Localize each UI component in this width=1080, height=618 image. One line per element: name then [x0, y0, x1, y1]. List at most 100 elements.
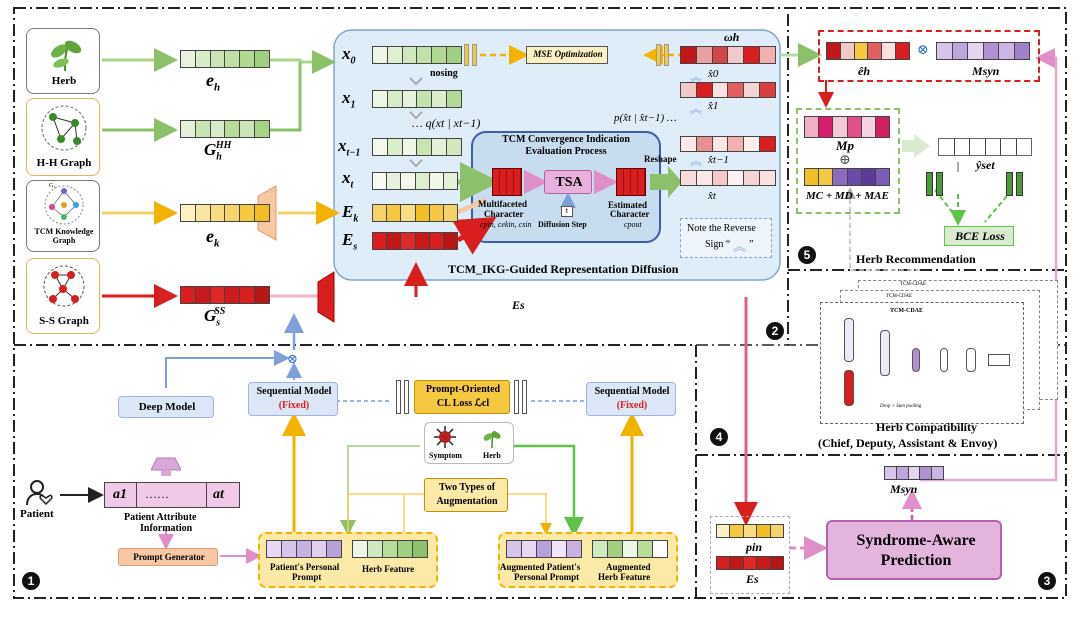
ss-graph-card: S-S Graph	[26, 258, 100, 334]
p-formula: p(x̂t | x̂t−1) …	[614, 112, 677, 124]
omega-strip	[680, 46, 776, 64]
plus-circle-icon: ⊕	[839, 153, 851, 168]
personal-prompt-strip	[266, 540, 342, 558]
aug-prompt-label-2: Personal Prompt	[514, 572, 580, 582]
x1-strip	[372, 90, 462, 108]
attr-bar: a1 …… at	[104, 482, 240, 508]
attr-label-2: Information	[140, 523, 193, 534]
graph-icon	[41, 105, 87, 151]
ss-graph-label: S-S Graph	[39, 315, 89, 327]
multifaceted-cube	[492, 168, 522, 196]
msyn-strip-top	[936, 42, 1030, 60]
attr-label-1: Patient Attribute	[124, 512, 197, 523]
tcm-title-1: TCM Convergence Indication	[502, 134, 630, 145]
reverse-chevron-icon: ︽	[690, 70, 703, 84]
multiply-icon: ⊗	[287, 351, 298, 366]
g-hh-label: GhHH	[204, 140, 232, 163]
marker-5: 5	[798, 246, 816, 264]
g-hh-embedding	[180, 120, 270, 138]
marker-4: 4	[710, 428, 728, 446]
e-k-label: ek	[206, 226, 220, 250]
patient-icon	[26, 480, 53, 506]
personal-prompt-label-1: Patient's Personal	[270, 562, 340, 572]
xhatt1-label: x̂t−1	[708, 154, 729, 166]
x0-label: x0	[342, 44, 356, 67]
reverse-chevron-icon: ︽	[690, 102, 703, 116]
est-label-3: cpout	[624, 220, 642, 229]
herb-feature-label: Herb Feature	[362, 564, 415, 574]
note-box: Note the Reverse Sign “ ︽ ”	[680, 218, 772, 258]
xhat1-strip	[680, 82, 776, 98]
marker-1: 1	[22, 572, 40, 590]
x0-strip	[372, 46, 462, 64]
pin-strip	[716, 524, 784, 538]
ss-graph-icon	[43, 265, 85, 307]
reshape-arrow	[650, 166, 682, 198]
xt-strip	[372, 172, 458, 190]
aug-prompt-strip	[506, 540, 582, 558]
leaf-icon	[483, 430, 501, 449]
herb-recommendation-caption: Herb Recommendation	[856, 252, 976, 266]
personal-prompt-label-2: Prompt	[292, 572, 322, 582]
hh-graph-label: H-H Graph	[36, 157, 92, 169]
es-strip-bottom	[716, 556, 784, 570]
es-label: Es	[342, 230, 358, 253]
tcm-title-2: Evaluation Process	[525, 146, 607, 157]
e-h-label: eh	[206, 70, 221, 94]
xhatt-label: x̂t	[708, 190, 716, 202]
yset-strip	[938, 138, 1032, 156]
augmentation-box: Two Types of Augmentation	[424, 478, 508, 512]
e-k-embedding	[180, 204, 270, 222]
aug-herb-label-1: Augmented	[606, 562, 651, 572]
marker-3: 3	[1038, 572, 1056, 590]
g-ss-label: GsSS	[204, 306, 226, 329]
bce-loss-box: BCE Loss	[944, 226, 1014, 246]
deep-model-box: Deep Model	[118, 396, 214, 418]
virus-icon	[434, 426, 456, 448]
sequential-model-left: Sequential Model (Fixed)	[248, 382, 338, 416]
xt1-label: xt−1	[338, 136, 361, 159]
aug-herb-strip	[592, 540, 668, 558]
prompt-generator-button[interactable]: Prompt Generator	[118, 548, 218, 566]
diffusion-step-box: t	[561, 206, 573, 217]
estimated-cube	[616, 168, 646, 196]
xt1-strip	[372, 138, 462, 156]
mp-strip	[804, 116, 890, 138]
ek-label: Ek	[342, 202, 359, 225]
mp-box	[796, 108, 900, 214]
noising-label: nosing	[430, 68, 458, 79]
aug-herb-label-2: Herb Feature	[598, 572, 651, 582]
msum-label: MC + MD + MAE	[806, 190, 889, 202]
est-label-1: Estimated	[608, 200, 647, 210]
cl-loss-box: Prompt-Oriented CL Loss ℒcl	[414, 380, 510, 414]
reshape-label: Reshape	[644, 154, 677, 164]
msum-strip	[804, 168, 890, 186]
es-line-label: Es	[512, 298, 525, 312]
msyn-strip-bottom	[884, 466, 944, 480]
mse-box: MSE Optimization	[526, 46, 608, 64]
est-label-2: Character	[610, 209, 650, 219]
xhat0-label: x̂0	[708, 68, 719, 80]
kg-node-label: G₁	[49, 183, 56, 189]
yset-label: ŷset	[976, 158, 995, 172]
ss-projection-trapezoid	[317, 271, 335, 323]
outer-frame	[13, 7, 1067, 599]
multi-label-2: Character	[484, 209, 524, 219]
omega-label: ωh	[724, 30, 740, 44]
tcm-kg-card: G₁ TCM Knowledge Graph	[26, 180, 100, 252]
compat-caption-2: (Chief, Deputy, Assistant & Envoy)	[818, 436, 998, 450]
herb-feature-strip	[352, 540, 428, 558]
syndrome-prediction-box: Syndrome-Aware Prediction	[826, 520, 1002, 580]
tcm-kg-label: TCM Knowledge Graph	[34, 227, 94, 245]
msyn-label-bottom: Msyn	[890, 482, 918, 496]
eh-hat-strip	[826, 42, 910, 60]
q-formula: … q(xt | xt−1)	[412, 116, 481, 130]
g-ss-embedding	[180, 286, 270, 304]
multi-label-3: cpin, cekin, csin	[480, 220, 532, 229]
hh-graph-card: H-H Graph	[26, 98, 100, 176]
pin-label: pin	[746, 540, 763, 554]
xhatt1-strip	[680, 136, 776, 152]
es-strip	[372, 232, 458, 250]
knowledge-graph-icon	[44, 185, 84, 225]
mp-label: Mp	[836, 138, 855, 153]
